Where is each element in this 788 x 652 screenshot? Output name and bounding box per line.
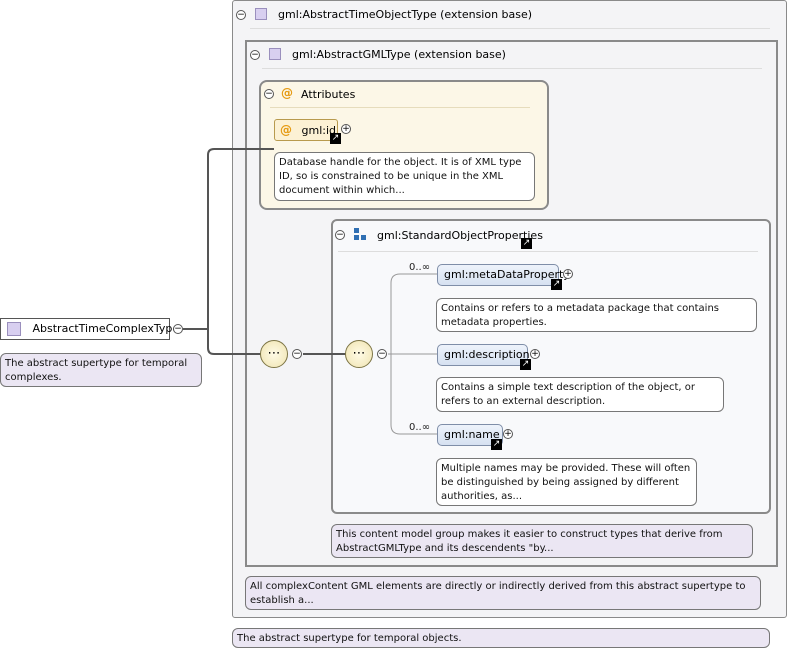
inner-base-note: All complexContent GML elements are dire…	[245, 576, 761, 610]
root-type-label: AbstractTimeComplexType	[32, 322, 180, 335]
gml-id-note: Database handle for the object. It is of…	[274, 152, 535, 201]
gml-id-expand-icon[interactable]: +	[341, 124, 351, 134]
attribute-icon: @	[280, 123, 292, 137]
reference-icon[interactable]: ↗	[491, 439, 502, 450]
metadata-property-element[interactable]: gml:metaDataProperty	[437, 264, 570, 286]
reference-icon[interactable]: ↗	[330, 133, 341, 144]
group-icon-part	[354, 228, 359, 233]
divider	[270, 107, 530, 108]
reference-icon[interactable]: ↗	[521, 238, 532, 249]
metadata-note: Contains or refers to a metadata package…	[436, 298, 757, 332]
inner-base-collapse-icon[interactable]: −	[250, 50, 260, 60]
sequence-collapse-icon[interactable]: −	[377, 349, 387, 359]
divider	[250, 28, 770, 29]
root-type[interactable]: AbstractTimeComplexType	[0, 318, 179, 340]
description-expand-icon[interactable]: +	[530, 349, 540, 359]
metadata-expand-icon[interactable]: +	[563, 269, 573, 279]
complex-type-icon	[269, 48, 281, 60]
sequence-compositor-icon[interactable]: ⋯	[260, 340, 288, 368]
root-note: The abstract supertype for temporal comp…	[0, 353, 202, 387]
attributes-title: Attributes	[301, 88, 356, 101]
gml-id-label: gml:id	[301, 124, 337, 137]
gml-id-attribute[interactable]: @ gml:id	[274, 119, 338, 141]
std-props-title: gml:StandardObjectProperties	[377, 229, 543, 242]
complex-type-icon	[255, 8, 267, 20]
divider	[338, 251, 758, 252]
outer-base-collapse-icon[interactable]: −	[236, 10, 246, 20]
sequence-collapse-icon[interactable]: −	[292, 349, 302, 359]
description-note: Contains a simple text description of th…	[436, 377, 724, 412]
name-occurs: 0..∞	[409, 422, 431, 433]
std-props-note: This content model group makes it easier…	[331, 524, 753, 558]
sequence-compositor-icon[interactable]: ⋯	[345, 340, 373, 368]
attributes-collapse-icon[interactable]: −	[264, 89, 274, 99]
inner-base-title: gml:AbstractGMLType (extension base)	[292, 48, 506, 61]
root-collapse-icon[interactable]: −	[173, 324, 183, 334]
std-props-collapse-icon[interactable]: −	[335, 230, 345, 240]
description-element[interactable]: gml:description	[437, 344, 530, 366]
outer-base-note: The abstract supertype for temporal obje…	[232, 628, 770, 648]
group-icon-part	[361, 235, 366, 240]
name-expand-icon[interactable]: +	[503, 429, 513, 439]
attribute-icon: @	[281, 86, 293, 100]
name-note: Multiple names may be provided. These wi…	[436, 458, 697, 506]
complex-type-icon	[7, 322, 21, 336]
divider	[262, 68, 762, 69]
outer-base-title: gml:AbstractTimeObjectType (extension ba…	[278, 8, 533, 21]
metadata-occurs: 0..∞	[409, 262, 431, 273]
name-element[interactable]: gml:name	[437, 424, 503, 446]
group-icon	[354, 228, 368, 242]
group-icon-part	[354, 235, 359, 240]
reference-icon[interactable]: ↗	[520, 359, 531, 370]
reference-icon[interactable]: ↗	[551, 279, 562, 290]
